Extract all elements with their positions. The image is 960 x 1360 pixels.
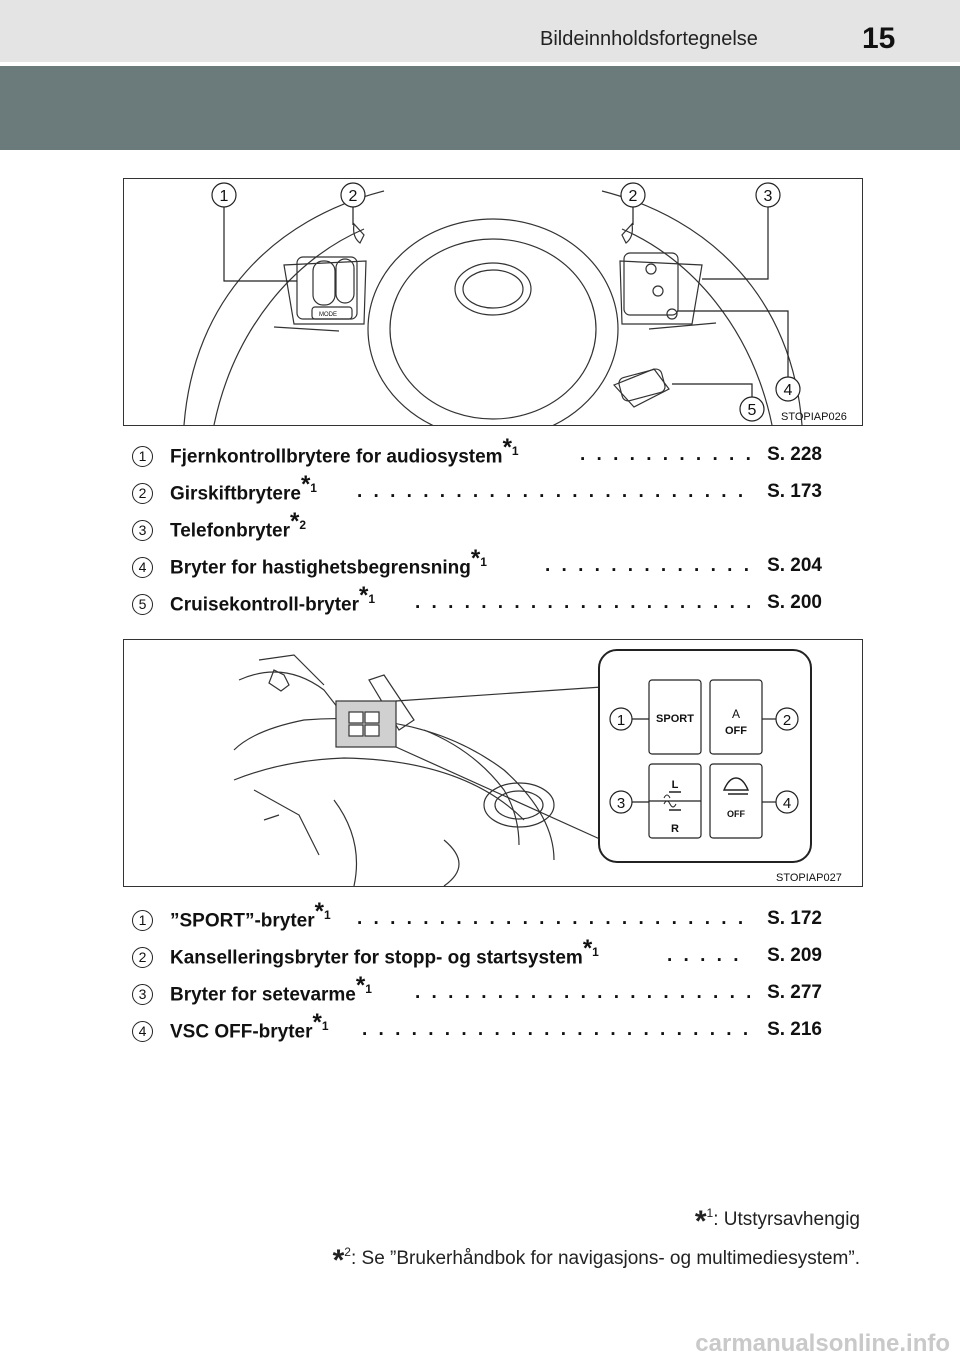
list-item: 3 Telefonbryter*2 bbox=[132, 508, 832, 552]
footnote-2: *2: Se ”Brukerhåndbok for navigasjons- o… bbox=[332, 1244, 860, 1277]
callout-2-left: 2 bbox=[349, 188, 358, 205]
steering-wheel-figure: MODE 1 2 2 3 4 5 STOPIAP026 bbox=[123, 178, 863, 426]
item-number-badge: 4 bbox=[132, 1021, 153, 1042]
list-item: 1 ”SPORT”-bryter*1 . . . . . . . . . . .… bbox=[132, 898, 832, 942]
dot-leader: . . . . . . . . . . . . . . . . . . . . … bbox=[357, 908, 750, 929]
sport-button-label: SPORT bbox=[656, 713, 694, 725]
callout-2: 2 bbox=[783, 712, 791, 729]
list-item: 2 Kanselleringsbryter for stopp- og star… bbox=[132, 935, 832, 979]
dot-leader: . . . . . . . . . . . . . . . . . . . . … bbox=[545, 555, 750, 576]
callout-3: 3 bbox=[764, 188, 773, 205]
figure-code: STOPIAP026 bbox=[781, 411, 847, 423]
page-reference[interactable]: S. 228 bbox=[767, 444, 822, 465]
callout-4: 4 bbox=[783, 795, 791, 812]
footnote-star: * bbox=[694, 1205, 707, 1238]
item-number-badge: 5 bbox=[132, 594, 153, 615]
page-reference[interactable]: S. 209 bbox=[767, 945, 822, 966]
item-number-badge: 3 bbox=[132, 984, 153, 1005]
dot-leader: . . . . . . . . . . . . . . . . . . . . … bbox=[415, 982, 750, 1003]
footnote-star: * bbox=[332, 1244, 345, 1277]
dot-leader: . . . . . . . . . bbox=[667, 945, 750, 966]
item-label: VSC OFF-bryter*1 bbox=[170, 1009, 329, 1043]
dot-leader: . . . . . . . . . . . . . . . . . . . bbox=[580, 444, 750, 465]
callout-2-right: 2 bbox=[629, 188, 638, 205]
center-console-illustration: SPORT A OFF L R OFF 1 2 3 4 bbox=[233, 649, 812, 886]
aoff-button-label-top: A bbox=[732, 707, 740, 721]
vsc-off-button-label: OFF bbox=[727, 809, 745, 819]
steering-wheel-illustration: MODE 1 2 2 3 4 5 bbox=[183, 182, 803, 425]
figure-code: STOPIAP027 bbox=[776, 872, 842, 884]
callout-3: 3 bbox=[617, 795, 625, 812]
list-item: 5 Cruisekontroll-bryter*1 . . . . . . . … bbox=[132, 582, 832, 626]
page-reference[interactable]: S. 173 bbox=[767, 481, 822, 502]
mode-button-label: MODE bbox=[319, 312, 337, 318]
callout-1: 1 bbox=[617, 712, 625, 729]
page-reference[interactable]: S. 216 bbox=[767, 1019, 822, 1040]
item-label: Bryter for setevarme*1 bbox=[170, 972, 372, 1006]
center-console-figure: SPORT A OFF L R OFF 1 2 3 4 STOPIAP027 bbox=[123, 639, 863, 887]
header-banner bbox=[0, 66, 960, 150]
list-item: 4 VSC OFF-bryter*1 . . . . . . . . . . .… bbox=[132, 1009, 832, 1053]
page-reference[interactable]: S. 204 bbox=[767, 555, 822, 576]
item-label: Fjernkontrollbrytere for audiosystem*1 bbox=[170, 434, 519, 468]
item-number-badge: 2 bbox=[132, 483, 153, 504]
dot-leader: . . . . . . . . . . . . . . . . . . . . … bbox=[357, 481, 750, 502]
item-label: ”SPORT”-bryter*1 bbox=[170, 898, 331, 932]
item-number-badge: 4 bbox=[132, 557, 153, 578]
dot-leader: . . . . . . . . . . . . . . . . . . . . … bbox=[362, 1019, 750, 1040]
item-label: Telefonbryter*2 bbox=[170, 508, 307, 542]
page-reference[interactable]: S. 277 bbox=[767, 982, 822, 1003]
section-title: Bildeinnholdsfortegnelse bbox=[540, 28, 758, 50]
item-label: Cruisekontroll-bryter*1 bbox=[170, 582, 376, 616]
dot-leader: . . . . . . . . . . . . . . . . . . . . … bbox=[415, 592, 750, 613]
list-item: 4 Bryter for hastighetsbegrensning*1 . .… bbox=[132, 545, 832, 589]
watermark: carmanualsonline.info bbox=[695, 1330, 950, 1357]
page-number: 15 bbox=[862, 22, 896, 55]
item-number-badge: 3 bbox=[132, 520, 153, 541]
seat-heater-left-label: L bbox=[672, 779, 679, 791]
page-reference[interactable]: S. 200 bbox=[767, 592, 822, 613]
callout-5: 5 bbox=[748, 402, 757, 419]
item-number-badge: 2 bbox=[132, 947, 153, 968]
seat-heater-right-label: R bbox=[671, 823, 679, 835]
list-item: 2 Girskiftbrytere*1 . . . . . . . . . . … bbox=[132, 471, 832, 515]
item-label: Kanselleringsbryter for stopp- og starts… bbox=[170, 935, 599, 969]
page-reference[interactable]: S. 172 bbox=[767, 908, 822, 929]
aoff-button-label-bottom: OFF bbox=[725, 725, 747, 737]
callout-4: 4 bbox=[784, 382, 793, 399]
item-label: Bryter for hastighetsbegrensning*1 bbox=[170, 545, 487, 579]
item-number-badge: 1 bbox=[132, 446, 153, 467]
list-item: 1 Fjernkontrollbrytere for audiosystem*1… bbox=[132, 434, 832, 478]
callout-1: 1 bbox=[220, 188, 229, 205]
item-number-badge: 1 bbox=[132, 910, 153, 931]
footnote-1: *1: Utstyrsavhengig bbox=[694, 1205, 860, 1238]
page-header: Bildeinnholdsfortegnelse 15 bbox=[0, 0, 960, 62]
item-label: Girskiftbrytere*1 bbox=[170, 471, 317, 505]
list-item: 3 Bryter for setevarme*1 . . . . . . . .… bbox=[132, 972, 832, 1016]
